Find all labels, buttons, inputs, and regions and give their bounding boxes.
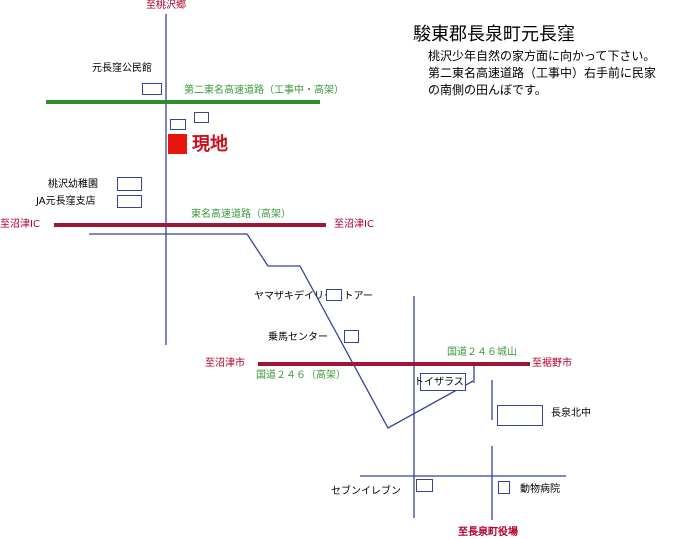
seven-eleven-label: セブンイレブン [331, 486, 401, 497]
animal-hospital-label: 動物病院 [520, 484, 560, 495]
site-label: 現地 [192, 134, 228, 155]
house-building-1 [170, 119, 186, 130]
junior-high-label: 長泉北中 [551, 408, 591, 419]
winding-road [89, 233, 474, 429]
house-building-2 [194, 112, 209, 123]
description-line-3: の南側の田んぼです。 [428, 83, 547, 97]
ja-branch-label: JA元長窪支店 [36, 196, 96, 207]
description-line-2: 第二東名高速道路（工事中）右手前に民家 [428, 66, 657, 80]
community-hall-label: 元長窪公民館 [92, 63, 152, 74]
route-246-elevated-label: 国道２４６（高架） [256, 370, 346, 381]
description-line-1: 桃沢少年自然の家方面に向かって下さい。 [428, 49, 656, 63]
ja-branch-building [117, 195, 142, 208]
site-marker [168, 134, 187, 154]
to-susono-city-label: 至裾野市 [532, 358, 572, 369]
riding-center-building [344, 330, 359, 343]
toysrus-building [420, 373, 466, 391]
to-numazu-ic-west-label: 至沼津IC [0, 219, 40, 230]
kindergarten-building [117, 177, 142, 191]
to-numazu-city-label: 至沼津市 [205, 358, 245, 369]
tomei-label: 東名高速道路（高架） [191, 209, 291, 220]
route-246-shiroyama-label: 国道２４６城山 [447, 347, 517, 358]
toysrus-label: トイザラス [414, 377, 464, 388]
junior-high-building [497, 405, 543, 426]
yamazaki-building [326, 289, 342, 301]
new-tomei-label: 第二東名高速道路（工事中・高架） [184, 85, 344, 96]
animal-hospital-building [498, 481, 510, 494]
to-numazu-ic-east-label: 至沼津IC [334, 219, 374, 230]
seven-eleven-building [416, 479, 433, 492]
page-title: 駿東郡長泉町元長窪 [413, 24, 575, 45]
to-town-office-label: 至長泉町役場 [458, 527, 518, 538]
riding-center-label: 乗馬センター [268, 332, 328, 343]
community-hall-building [142, 83, 162, 95]
to-momosawa-label: 至桃沢郷 [146, 0, 186, 11]
yamazaki-label: ヤマザキデイリーストアー [254, 291, 373, 302]
kindergarten-label: 桃沢幼稚園 [48, 179, 98, 190]
